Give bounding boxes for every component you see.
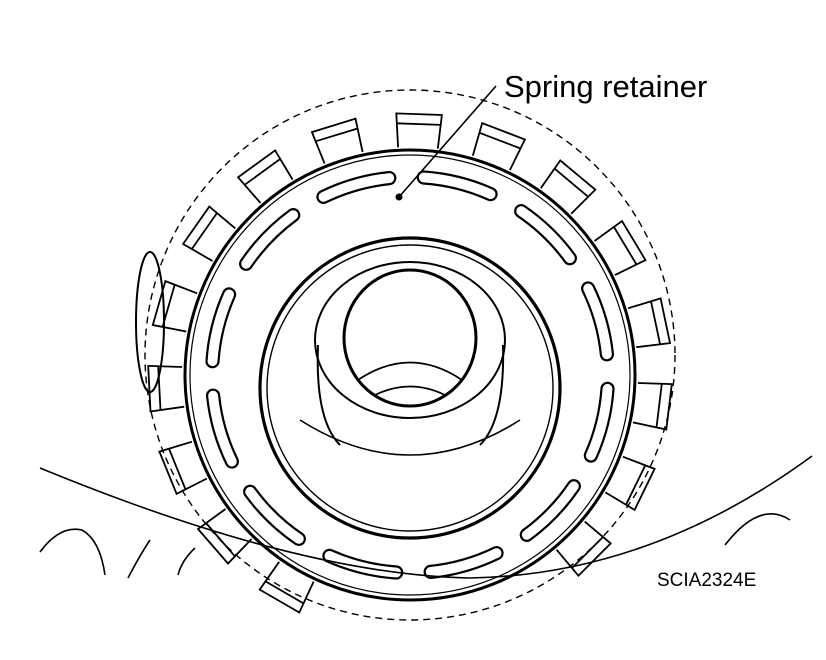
retainer-slots <box>205 170 615 580</box>
housing-fragment-left <box>39 528 106 576</box>
drum-tooth <box>181 205 236 262</box>
drum-tooth <box>555 520 613 578</box>
drum-tooth <box>158 440 208 496</box>
retainer-slot <box>416 170 498 202</box>
drum-tooth-bevel <box>315 127 358 143</box>
hub-cylinder-body-left <box>316 344 341 446</box>
drum-tooth <box>151 279 198 333</box>
retainer-slot <box>206 388 239 469</box>
drum-teeth <box>147 112 673 614</box>
retainer-slot <box>239 208 301 271</box>
callout-leader-line <box>398 85 497 198</box>
figure-code: SCIA2324E <box>657 570 756 591</box>
drum-tooth <box>258 561 315 614</box>
drum-tooth-bevel <box>244 158 281 186</box>
retainer-slot <box>423 546 504 579</box>
drum-tooth <box>236 149 294 204</box>
retainer-slot <box>322 548 404 580</box>
drum-tooth <box>632 382 673 431</box>
drum-tooth <box>395 112 443 149</box>
retainer-slot <box>316 171 397 204</box>
drum-tooth <box>471 121 527 171</box>
drum-outer-dashed-circle <box>144 89 676 621</box>
housing-outer-arc <box>39 455 813 579</box>
drum-tooth <box>593 219 647 276</box>
drum-tooth-bevel <box>571 536 604 569</box>
drum-tooth <box>310 117 364 164</box>
hub-outer-cylinder <box>314 261 506 419</box>
drum-tooth <box>147 364 185 413</box>
hub-base-curve <box>299 419 521 456</box>
drum-tooth <box>627 297 672 349</box>
hub-cylinder-body-right <box>479 344 505 446</box>
housing-fragment-mid <box>127 539 151 579</box>
hub-bore-depth-2 <box>374 385 446 396</box>
retainer-slot <box>581 281 614 362</box>
drum-tooth <box>540 159 597 215</box>
retainer-outer-rim <box>183 148 637 602</box>
retainer-inner-ring-2 <box>266 244 554 532</box>
hub-inner-bore <box>342 268 478 408</box>
callout-label: Spring retainer <box>504 69 707 104</box>
housing-fragment-mid2 <box>177 547 196 576</box>
drum-tooth <box>604 455 656 512</box>
drum-tooth-bevel <box>655 383 663 428</box>
retainer-outer-rim-inner <box>189 154 631 596</box>
drum-tooth-bevel <box>553 167 589 198</box>
drum-tooth-bevel <box>205 522 236 557</box>
retainer-slot <box>205 287 237 369</box>
retainer-slot <box>519 479 581 542</box>
hub-bore-depth-1 <box>357 361 463 381</box>
housing-fragment-right <box>724 513 791 546</box>
retainer-slot <box>243 484 306 546</box>
drum-tooth-bevel <box>191 212 218 250</box>
retainer-slot <box>583 381 615 463</box>
drum-tooth-bevel <box>613 226 638 265</box>
drum-tooth <box>196 508 253 565</box>
drum-tooth-bevel <box>479 131 521 150</box>
drum-tooth-bevel <box>650 301 661 345</box>
retainer-inner-ring <box>258 236 562 540</box>
drum-tooth-bevel <box>396 122 441 126</box>
retainer-slot <box>514 204 577 266</box>
drum-tooth-bevel <box>625 464 647 506</box>
drum-side-oval <box>135 251 165 393</box>
drum-tooth-bevel <box>168 448 187 490</box>
drum-tooth-bevel <box>265 580 304 605</box>
